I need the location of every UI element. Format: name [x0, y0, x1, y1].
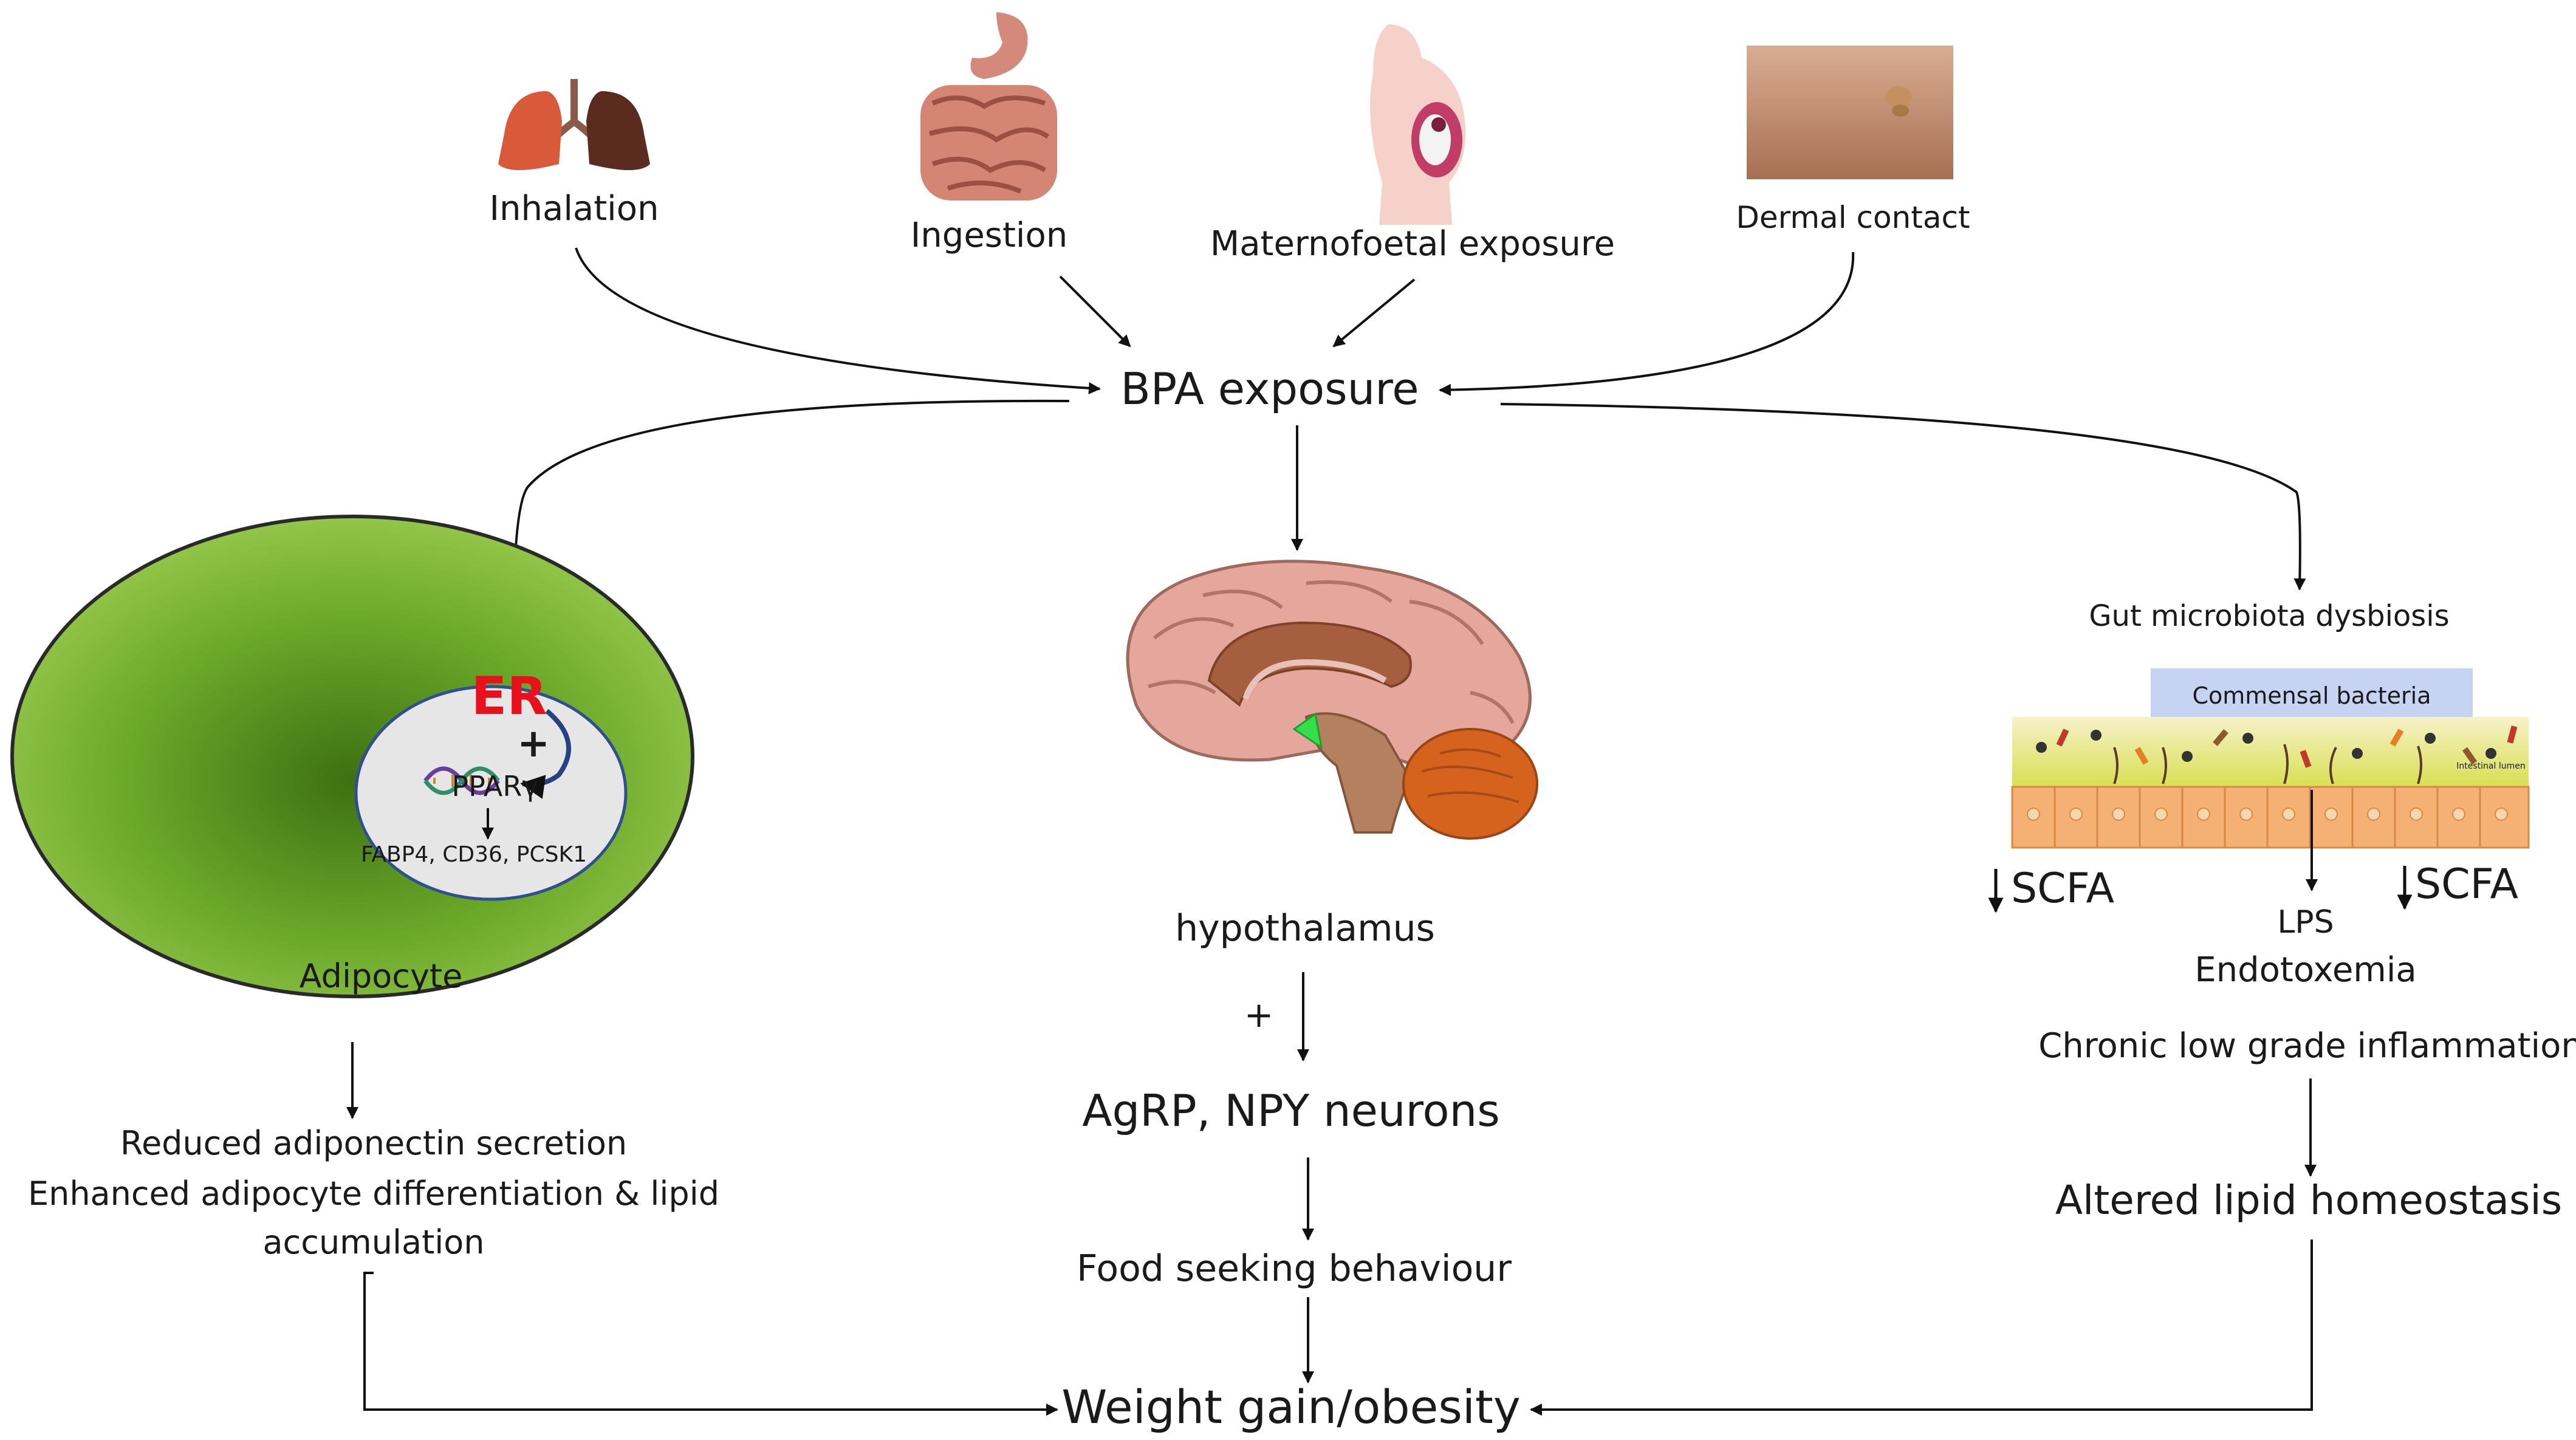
- intestine-icon: [920, 12, 1057, 201]
- inhalation-label: Inhalation: [490, 189, 659, 228]
- adipocyte-cell: [10, 515, 694, 998]
- nucleus: [354, 685, 628, 901]
- pregnancy-icon: [1370, 24, 1466, 225]
- skin-icon: [1747, 46, 1953, 179]
- feedback-arrow: [520, 708, 571, 799]
- gut-lining-illustration: Intestinal lumen: [2011, 668, 2530, 849]
- epithelial-cells: [2054, 787, 2481, 848]
- scfa-left-label: SCFA: [2011, 865, 2114, 913]
- inflammation-label: Chronic low grade inflammation: [2038, 1026, 2576, 1066]
- hypothalamus-label: hypothalamus: [1175, 907, 1435, 950]
- adipocyte-label: Adipocyte: [300, 957, 463, 995]
- nucleus-plus: +: [517, 721, 550, 766]
- arrow-inhalation: [575, 247, 1101, 394]
- arrow-lipid-to-weight: [1530, 1239, 2313, 1416]
- effect-line-2: Enhanced adipocyte differentiation & lip…: [28, 1174, 719, 1213]
- arrow-adipocyte-to-weight: [363, 1272, 1058, 1416]
- lumen-area: [2012, 717, 2529, 787]
- bacteria-icons: [2036, 725, 2518, 784]
- arrow-dermal: [1439, 252, 1855, 396]
- hypothalamus-plus: +: [1244, 994, 1274, 1035]
- dysbiosis-label: Gut microbiota dysbiosis: [2089, 599, 2449, 633]
- ingestion-label: Ingestion: [911, 216, 1067, 255]
- arrow-maternofoetal: [1332, 278, 1416, 348]
- cell-nuclei: [2027, 807, 2508, 821]
- effect-line-3: accumulation: [262, 1223, 484, 1261]
- commensal-band: [2151, 668, 2473, 722]
- arrow-bpa-to-gut: [1500, 403, 2306, 591]
- lipid-homeostasis-label: Altered lipid homeostasis: [2055, 1177, 2562, 1224]
- epithelium-row: [2011, 786, 2530, 849]
- lumen-label: Intestinal lumen: [2456, 761, 2525, 771]
- ppar-label: PPARγ: [451, 770, 538, 803]
- lungs-icon: [498, 79, 650, 170]
- brain-icon: [1126, 560, 1538, 840]
- hypothalamus-highlight: [1292, 712, 1323, 750]
- scfa-right-label: SCFA: [2415, 860, 2518, 908]
- commensal-label: Commensal bacteria: [2192, 682, 2431, 709]
- arrow-ingestion: [1059, 275, 1131, 348]
- endotoxemia-label: Endotoxemia: [2194, 950, 2416, 990]
- lps-label: LPS: [2277, 904, 2334, 941]
- genes-label: FABP4, CD36, PCSK1: [361, 842, 587, 867]
- effect-line-1: Reduced adiponectin secretion: [120, 1124, 627, 1162]
- weight-gain-label: Weight gain/obesity: [1061, 1380, 1521, 1434]
- dna-icon: [423, 766, 500, 795]
- food-seeking-label: Food seeking behaviour: [1077, 1247, 1512, 1290]
- dermal-label: Dermal contact: [1736, 200, 1970, 235]
- maternofoetal-label: Maternofoetal exposure: [1210, 224, 1615, 264]
- er-label: ER: [471, 666, 547, 727]
- agrp-npy-label: AgRP, NPY neurons: [1082, 1085, 1500, 1136]
- bpa-exposure-label: BPA exposure: [1120, 363, 1419, 414]
